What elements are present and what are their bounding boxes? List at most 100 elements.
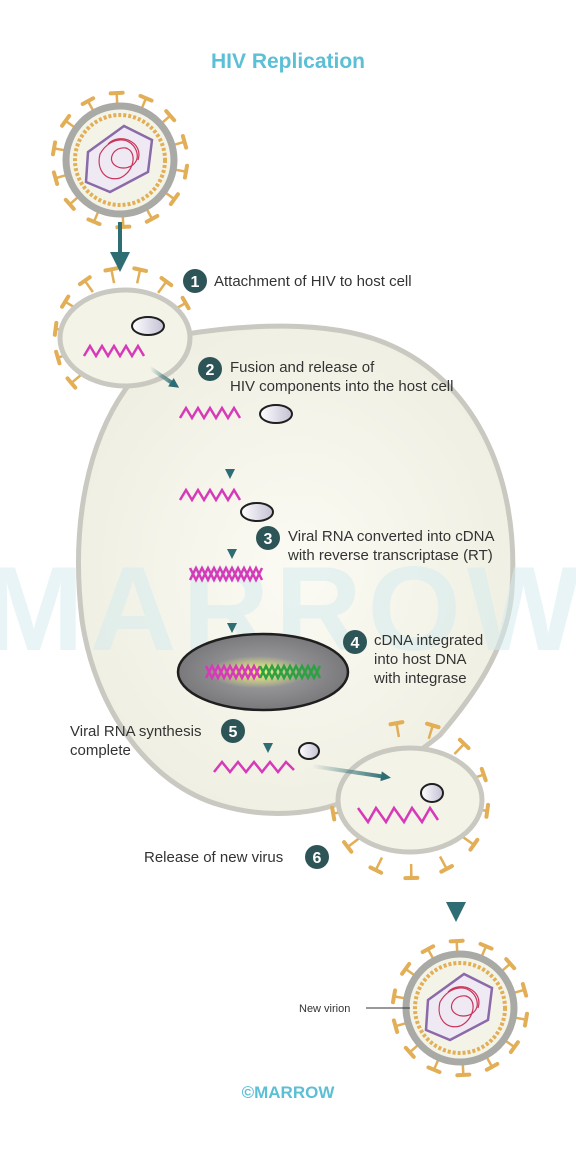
glycoprotein-spike-cap — [508, 1040, 520, 1054]
step-5-label-line: Viral RNA synthesis — [70, 723, 201, 740]
glycoprotein-spike-cap — [180, 134, 189, 150]
page-title: HIV Replication — [211, 50, 365, 73]
glycoprotein-spike-cap — [420, 944, 436, 955]
glycoprotein-spike-cap — [478, 941, 494, 951]
step-5-label: Viral RNA synthesis complete — [70, 723, 206, 759]
step-4-label-line: into host DNA — [374, 651, 467, 668]
glycoprotein-spike — [427, 725, 435, 740]
step-2-number: 2 — [206, 362, 215, 379]
step-1-number: 1 — [191, 274, 200, 291]
glycoprotein-spike-cap — [63, 197, 76, 211]
glycoprotein-spike-cap — [80, 96, 96, 107]
glycoprotein-spike-cap — [468, 837, 480, 852]
glycoprotein-spike-cap — [403, 1045, 416, 1059]
glycoprotein-spike — [157, 280, 168, 294]
glycoprotein-spike — [438, 855, 448, 870]
step-3-label-line: Viral RNA converted into cDNA — [288, 528, 494, 545]
glycoprotein-spike-cap — [457, 737, 471, 751]
step-1-label-line: Attachment of HIV to host cell — [214, 273, 412, 290]
glycoprotein-spike-cap — [484, 1061, 500, 1072]
glycoprotein-spike-cap — [159, 276, 174, 288]
step-2: 2 Fusion and release of HIV components i… — [198, 357, 453, 395]
glycoprotein-spike-cap — [522, 1011, 530, 1028]
hiv-virion-new — [390, 938, 530, 1078]
glycoprotein-spike-cap — [86, 217, 102, 227]
step-2-label-line: Fusion and release of — [230, 359, 375, 376]
glycoprotein-spike-cap — [138, 93, 154, 103]
cdna-helix — [188, 565, 264, 583]
glycoprotein-spike-cap — [400, 962, 412, 976]
viral-rna — [178, 487, 242, 503]
step-5-label-line: complete — [70, 742, 131, 759]
glycoprotein-spike-cap — [368, 865, 384, 875]
viral-rna — [356, 805, 440, 825]
glycoprotein-spike-cap — [342, 840, 354, 854]
glycoprotein-spike-cap — [330, 805, 337, 822]
glycoprotein-spike-cap — [108, 90, 125, 96]
step-5-number: 5 — [229, 724, 238, 741]
step-4-badge — [343, 630, 367, 654]
glycoprotein-spike-cap — [388, 720, 405, 727]
glycoprotein-spike-cap — [390, 988, 398, 1005]
step-2-label: Fusion and release of HIV components int… — [230, 359, 453, 395]
step-5-badge — [221, 719, 245, 743]
glycoprotein-spike-cap — [520, 982, 529, 998]
glycoprotein-spike-cap — [77, 275, 92, 287]
attached-virus — [52, 266, 193, 390]
step-4-label: cDNA integrated into host DNA with integ… — [373, 632, 487, 687]
step-3-badge — [256, 526, 280, 550]
host-nucleus — [176, 632, 350, 712]
step-6-label: Release of new virus — [144, 849, 283, 866]
glycoprotein-spike-cap — [448, 938, 465, 944]
glycoprotein-spike-cap — [52, 320, 59, 337]
reverse-transcriptase — [240, 502, 274, 522]
arrow-fusion — [148, 366, 180, 388]
step-1-badge — [183, 269, 207, 293]
glycoprotein-spike-cap — [504, 957, 517, 971]
step-3-label-line: with reverse transcriptase (RT) — [287, 547, 493, 564]
glycoprotein-spike-cap — [484, 802, 491, 819]
arrow-to-budding — [311, 764, 391, 782]
viral-enzyme — [131, 316, 165, 336]
credit: ©MARROW — [242, 1083, 336, 1102]
glycoprotein-spike — [461, 835, 475, 846]
glycoprotein-spike — [346, 837, 360, 848]
glycoprotein-spike-cap — [425, 721, 441, 730]
glycoprotein-spike-cap — [132, 266, 149, 273]
viral-rna — [82, 343, 146, 359]
step-6-label-line: Release of new virus — [144, 849, 283, 866]
glycoprotein-spike-cap — [164, 109, 177, 123]
step-6-number: 6 — [313, 850, 322, 867]
step-2-badge — [198, 357, 222, 381]
new-virion-label: New virion — [299, 1003, 350, 1015]
glycoprotein-spike — [453, 743, 466, 755]
step-4: 4 cDNA integrated into host DNA with int… — [343, 630, 487, 687]
glycoprotein-spike — [135, 269, 142, 284]
glycoprotein-spike — [83, 279, 94, 293]
glycoprotein-spike-cap — [182, 163, 190, 180]
hiv-virion-top — [50, 90, 190, 230]
glycoprotein-spike-cap — [426, 1065, 442, 1075]
step-3-number: 3 — [264, 531, 273, 548]
glycoprotein-spike — [374, 856, 384, 871]
viral-enzyme — [298, 742, 320, 760]
glycoprotein-spike — [110, 269, 116, 284]
viral-rna — [178, 405, 242, 421]
glycoprotein-spike-cap — [103, 266, 120, 273]
step-5: Viral RNA synthesis complete 5 — [70, 719, 245, 759]
step-6: Release of new virus 6 — [144, 845, 329, 869]
glycoprotein-spike-cap — [180, 295, 191, 311]
glycoprotein-spike-cap — [439, 864, 454, 874]
step-6-badge — [305, 845, 329, 869]
glycoprotein-spike-cap — [479, 766, 488, 783]
step-1-label: Attachment of HIV to host cell — [214, 273, 412, 290]
viral-enzyme — [420, 783, 444, 803]
glycoprotein-spike — [395, 722, 401, 738]
glycoprotein-spike-cap — [168, 192, 180, 206]
glycoprotein-spike-cap — [60, 114, 72, 128]
glycoprotein-spike-cap — [54, 349, 62, 366]
step-3: 3 Viral RNA converted into cDNA with rev… — [256, 526, 494, 564]
glycoprotein-spike-cap — [50, 140, 58, 157]
viral-enzyme — [259, 404, 293, 424]
